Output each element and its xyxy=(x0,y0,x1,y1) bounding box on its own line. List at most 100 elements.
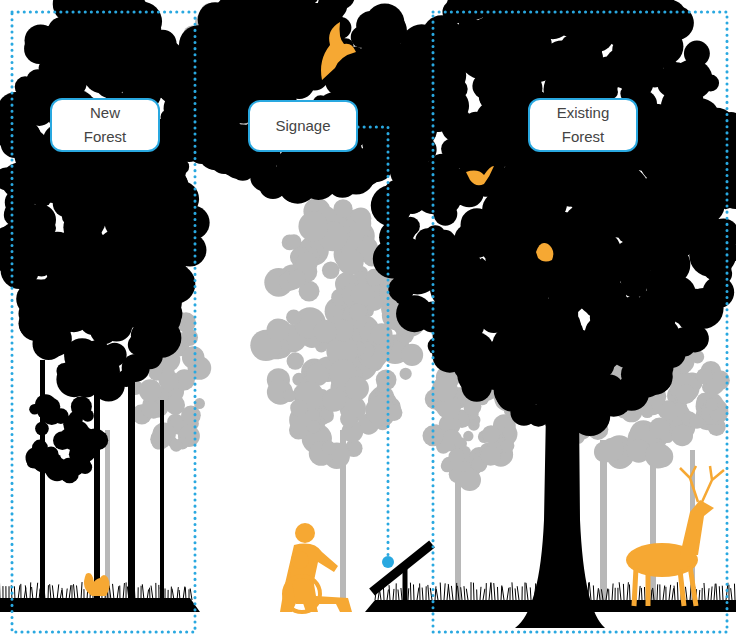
grass-blade xyxy=(57,584,59,600)
grass-blade xyxy=(510,587,511,600)
leaf-cluster xyxy=(482,425,500,443)
grass-blade xyxy=(50,584,51,600)
big-trunk xyxy=(515,300,605,628)
grass-blade xyxy=(550,583,552,600)
grass-blade xyxy=(9,586,10,600)
leaf-cluster xyxy=(141,400,159,418)
grass-blade xyxy=(444,583,445,600)
grass-blade xyxy=(458,586,459,600)
leaf-cluster xyxy=(388,276,414,302)
grass-blade xyxy=(515,588,517,600)
leaf-cluster xyxy=(461,289,489,317)
grass-blade xyxy=(476,589,477,600)
grass-blade xyxy=(593,585,595,600)
grass-blade xyxy=(113,584,114,600)
grass-blade xyxy=(149,588,150,600)
grass-blade xyxy=(473,583,475,600)
leaf-cluster xyxy=(688,140,703,155)
grass-blade xyxy=(517,586,519,600)
leaf-cluster xyxy=(139,379,162,402)
leaf-cluster xyxy=(603,66,617,80)
leaf-cluster xyxy=(220,53,256,89)
leaf-cluster xyxy=(604,85,618,99)
leaf-cluster xyxy=(152,322,170,340)
leaf-cluster xyxy=(351,26,373,48)
leaf-cluster xyxy=(586,402,603,419)
grass-blade xyxy=(398,590,399,600)
grass-blade xyxy=(574,589,576,600)
leaf-cluster xyxy=(426,268,452,294)
leaf-cluster xyxy=(322,388,346,412)
leaf-cluster xyxy=(494,47,515,68)
leaf-cluster xyxy=(48,17,80,49)
grass-blade xyxy=(401,588,402,600)
grass-blade xyxy=(583,586,585,600)
grass-blade xyxy=(589,582,591,600)
leaf-cluster xyxy=(53,408,69,424)
grass-blade xyxy=(580,589,582,600)
leaf-cluster xyxy=(163,365,175,377)
grass-blade xyxy=(44,585,45,600)
gray-trunk xyxy=(600,440,607,610)
leaf-cluster xyxy=(262,0,291,22)
leaf-cluster xyxy=(493,299,531,337)
leaf-cluster xyxy=(278,158,313,193)
leaf-cluster xyxy=(684,221,705,242)
leaf-cluster xyxy=(454,224,485,255)
grass-blade xyxy=(601,589,603,600)
leaf-cluster xyxy=(645,442,671,468)
grass-blade xyxy=(606,588,608,600)
leaf-cluster xyxy=(345,377,369,401)
leaf-cluster xyxy=(4,204,26,226)
leaf-cluster xyxy=(287,64,309,86)
grass-blade xyxy=(422,588,424,600)
leaf-cluster xyxy=(73,439,96,462)
grass-blade xyxy=(393,589,395,600)
leaf-cluster xyxy=(501,439,515,453)
grass-blade xyxy=(526,583,528,600)
grass-blade xyxy=(2,586,3,600)
leaf-cluster xyxy=(182,59,216,93)
leaf-cluster xyxy=(428,337,446,355)
leaf-cluster xyxy=(612,36,638,62)
leaf-cluster xyxy=(114,275,147,308)
leaf-cluster xyxy=(24,167,60,203)
leaf-cluster xyxy=(503,427,515,439)
grass-blade xyxy=(160,588,162,600)
leaf-cluster xyxy=(566,41,602,77)
leaf-cluster xyxy=(97,0,137,36)
grass-blade xyxy=(557,588,558,600)
grass-blade xyxy=(389,585,391,600)
grass-blade xyxy=(436,589,438,600)
grass-blade xyxy=(165,588,166,600)
leaf-cluster xyxy=(387,203,402,218)
leaf-cluster xyxy=(400,368,412,380)
leaf-cluster xyxy=(322,441,336,455)
leaf-cluster xyxy=(180,125,195,140)
leaf-cluster xyxy=(27,457,39,469)
grass-blade xyxy=(561,586,562,600)
grass-blade xyxy=(69,585,71,600)
leaf-cluster xyxy=(660,199,684,223)
grass-blade xyxy=(530,587,532,600)
leaf-cluster xyxy=(35,222,53,240)
grass-blade xyxy=(83,589,84,600)
leaf-cluster xyxy=(135,30,173,68)
gray-trunk xyxy=(340,430,346,610)
grass-blade xyxy=(410,583,412,600)
grass-blade xyxy=(25,585,27,600)
leaf-cluster xyxy=(657,71,683,97)
grass-blade xyxy=(663,586,665,600)
leaf-cluster xyxy=(290,399,308,417)
ground xyxy=(0,598,736,612)
leaf-cluster xyxy=(447,79,467,99)
grass-blade xyxy=(451,586,453,600)
grass-blade xyxy=(408,588,410,600)
grass-blade xyxy=(567,586,568,600)
leaf-cluster xyxy=(82,234,114,266)
grass-blade xyxy=(147,589,149,600)
leaf-cluster xyxy=(113,49,137,73)
grass-blade xyxy=(417,588,419,600)
grass-blade xyxy=(491,583,492,600)
grass-blade xyxy=(440,583,442,600)
